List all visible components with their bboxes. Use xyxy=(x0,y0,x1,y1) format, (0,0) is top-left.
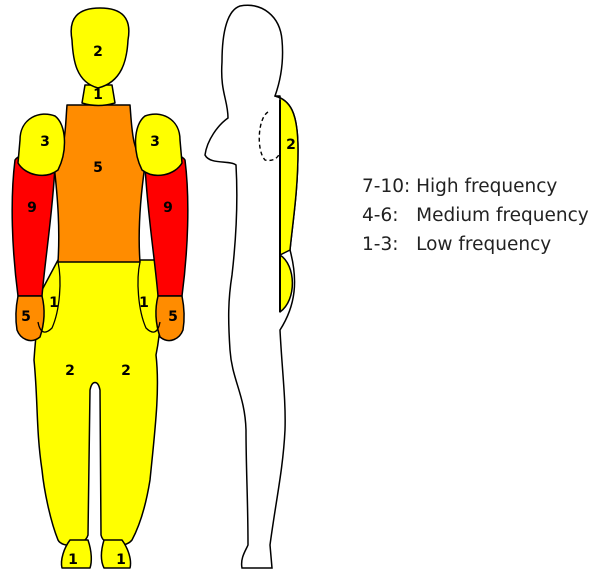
right-foot-region-number: 1 xyxy=(116,552,126,568)
side-view: 2 xyxy=(205,5,298,568)
right-hip-pocket-number: 1 xyxy=(139,295,149,311)
legend-item-low: 1-3: Low frequency xyxy=(362,230,589,259)
side-back-region-number: 2 xyxy=(286,137,296,153)
legend-label-high: High frequency xyxy=(416,176,557,197)
head-region-number: 2 xyxy=(93,44,103,60)
legend-label-medium: Medium frequency xyxy=(416,205,589,226)
right-leg-region-number: 2 xyxy=(121,363,131,379)
legend-range-high: 7-10: xyxy=(362,176,410,197)
left-leg-region-number: 2 xyxy=(65,363,75,379)
front-view: 2 1 3 3 5 9 9 1 1 5 5 2 2 1 1 xyxy=(12,8,188,568)
legend-item-medium: 4-6: Medium frequency xyxy=(362,201,589,230)
neck-region-number: 1 xyxy=(93,87,103,103)
legend-label-low: Low frequency xyxy=(416,234,551,255)
frequency-legend: 7-10: High frequency 4-6: Medium frequen… xyxy=(362,172,589,259)
torso-region xyxy=(54,105,145,262)
left-hip-pocket-number: 1 xyxy=(49,295,59,311)
right-upper-arm-region-number: 9 xyxy=(163,200,173,216)
torso-region-number: 5 xyxy=(93,160,103,176)
left-shoulder-region-number: 3 xyxy=(40,134,50,150)
right-hand-region-number: 5 xyxy=(168,309,178,325)
legend-gap xyxy=(398,205,416,226)
legend-item-high: 7-10: High frequency xyxy=(362,172,589,201)
left-foot-region-number: 1 xyxy=(68,552,78,568)
left-hand-region-number: 5 xyxy=(21,309,31,325)
legend-range-low: 1-3: xyxy=(362,234,398,255)
legend-range-medium: 4-6: xyxy=(362,205,398,226)
legend-gap xyxy=(398,234,416,255)
left-upper-arm-region-number: 9 xyxy=(27,200,37,216)
right-shoulder-region-number: 3 xyxy=(150,134,160,150)
